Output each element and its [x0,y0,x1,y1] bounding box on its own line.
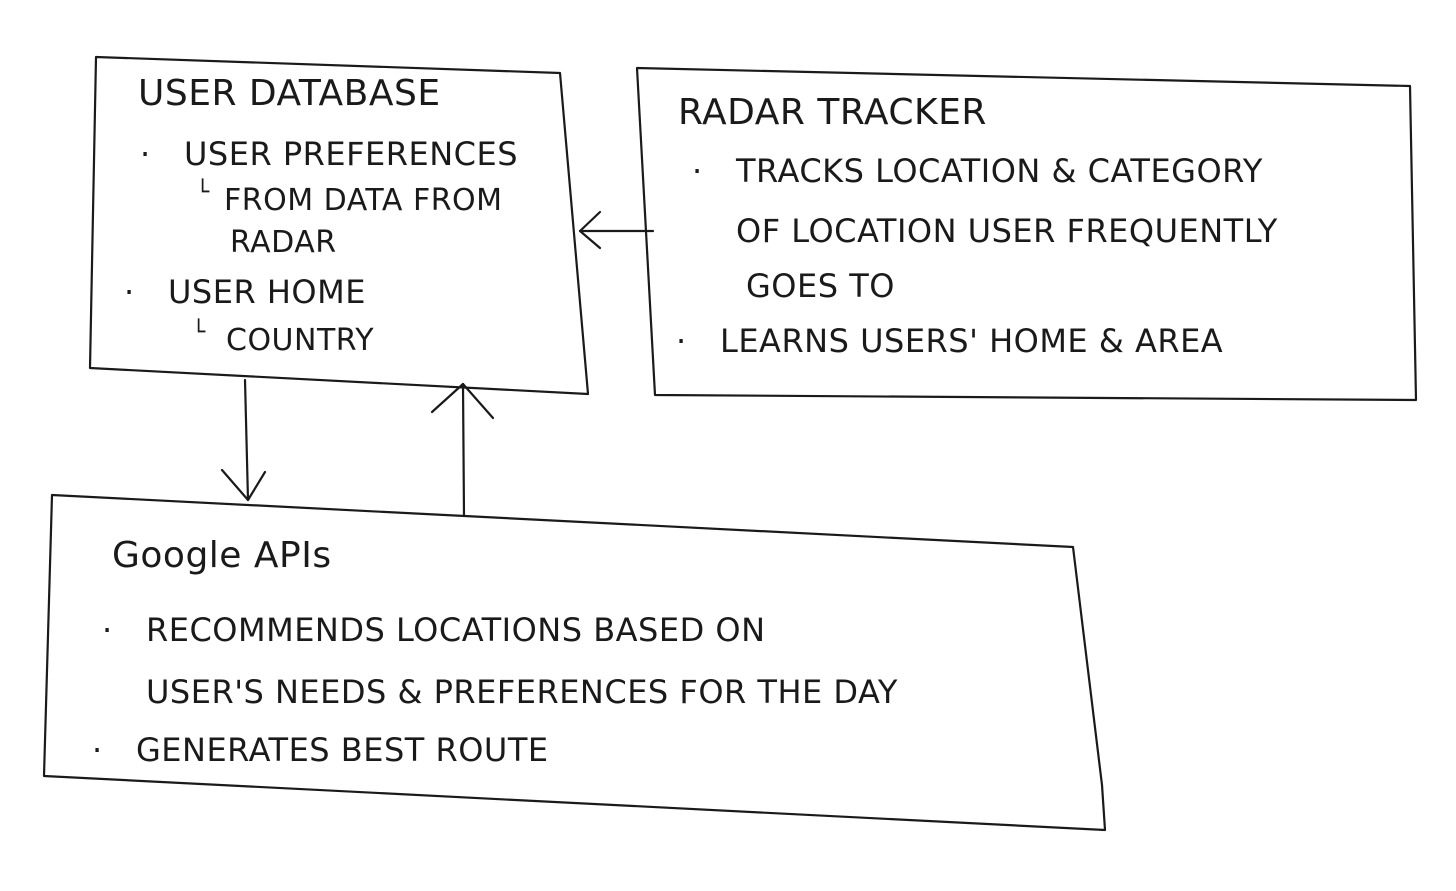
google-apis-item-1-line-2: user's needs & preferences for the day [146,673,898,711]
radar-tracker-title: Radar Tracker [678,92,987,133]
radar-tracker-box [635,66,1418,402]
user-database-item-preferences-sub-2: Radar [230,225,337,260]
google-apis-box [42,493,1107,832]
sub-branch-icon: └ [192,320,206,345]
google-apis-item-1-line-1: Recommends locations based on [102,614,766,646]
google-apis-item-2-line-1: Generates best route [92,734,549,766]
user-database-item-preferences-sub-1: From data from [224,183,503,218]
radar-tracker-item-1-line-3: goes to [746,267,895,305]
radar-tracker-item-2-line-1: Learns users' home & area [676,325,1223,357]
arrow-database-to-google [220,378,267,502]
user-database-title: User Database [138,73,441,114]
user-database-box [88,55,590,396]
user-database-item-preferences: User Preferences [140,138,518,170]
arrow-radar-to-database [578,210,655,250]
user-database-item-home: User Home [124,276,366,308]
arrow-google-to-database [430,382,495,518]
google-apis-title: Google APIs [112,535,332,576]
radar-tracker-item-1-line-2: of location user frequently [736,212,1278,250]
user-database-item-home-sub-1: Country [226,323,375,358]
sub-branch-icon: └ [196,180,210,205]
radar-tracker-item-1-line-1: Tracks location & category [692,155,1263,187]
